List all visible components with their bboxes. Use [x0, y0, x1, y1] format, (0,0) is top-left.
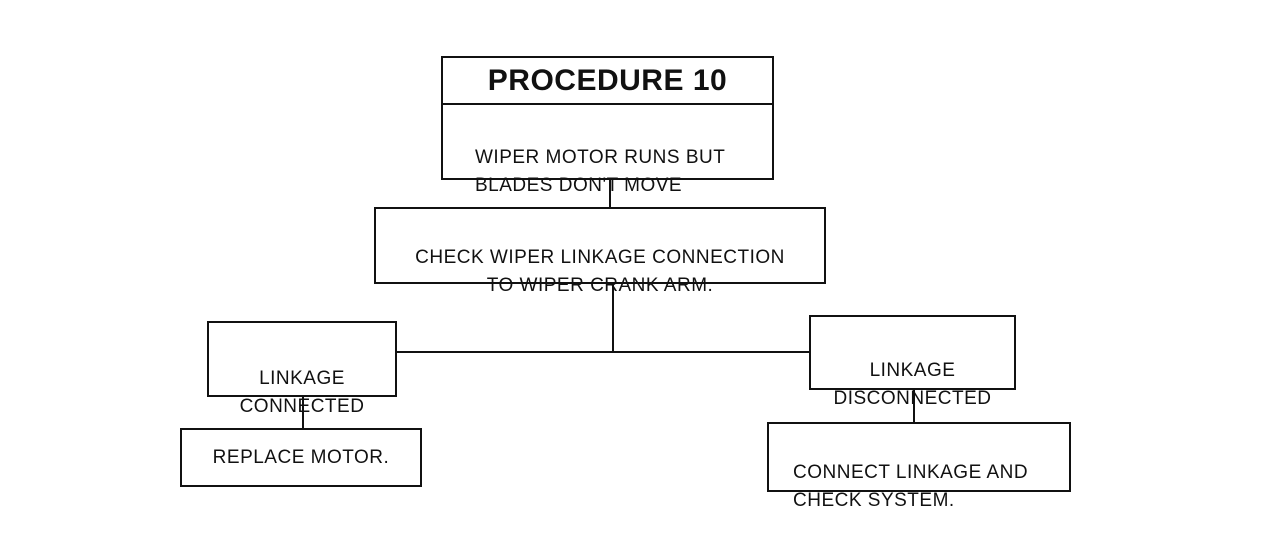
problem-text: WIPER MOTOR RUNS BUT BLADES DON'T MOVE: [475, 147, 726, 196]
check-linkage-box: CHECK WIPER LINKAGE CONNECTION TO WIPER …: [374, 207, 826, 296]
connector-branch-horizontal: [397, 351, 809, 353]
connector-title-to-check: [609, 180, 611, 207]
connector-check-to-branch: [612, 284, 614, 353]
linkage-disconnected-text: LINKAGE DISCONNECTED: [833, 360, 992, 409]
linkage-disconnected-box: LINKAGE DISCONNECTED: [809, 315, 1016, 409]
connector-disconnected-to-connect: [913, 390, 915, 422]
replace-motor-text: REPLACE MOTOR.: [212, 446, 390, 468]
procedure-title: PROCEDURE 10: [487, 63, 728, 97]
linkage-connected-text: LINKAGE CONNECTED: [239, 368, 365, 417]
connect-linkage-text: CONNECT LINKAGE AND CHECK SYSTEM.: [793, 462, 1029, 511]
connector-connected-to-replace: [302, 397, 304, 428]
procedure-title-box: PROCEDURE 10: [441, 56, 774, 105]
problem-box: WIPER MOTOR RUNS BUT BLADES DON'T MOVE: [441, 103, 774, 196]
replace-motor-box: REPLACE MOTOR.: [180, 428, 422, 487]
check-linkage-text: CHECK WIPER LINKAGE CONNECTION TO WIPER …: [415, 247, 785, 296]
linkage-connected-box: LINKAGE CONNECTED: [207, 321, 397, 417]
connect-linkage-box: CONNECT LINKAGE AND CHECK SYSTEM.: [767, 422, 1071, 511]
